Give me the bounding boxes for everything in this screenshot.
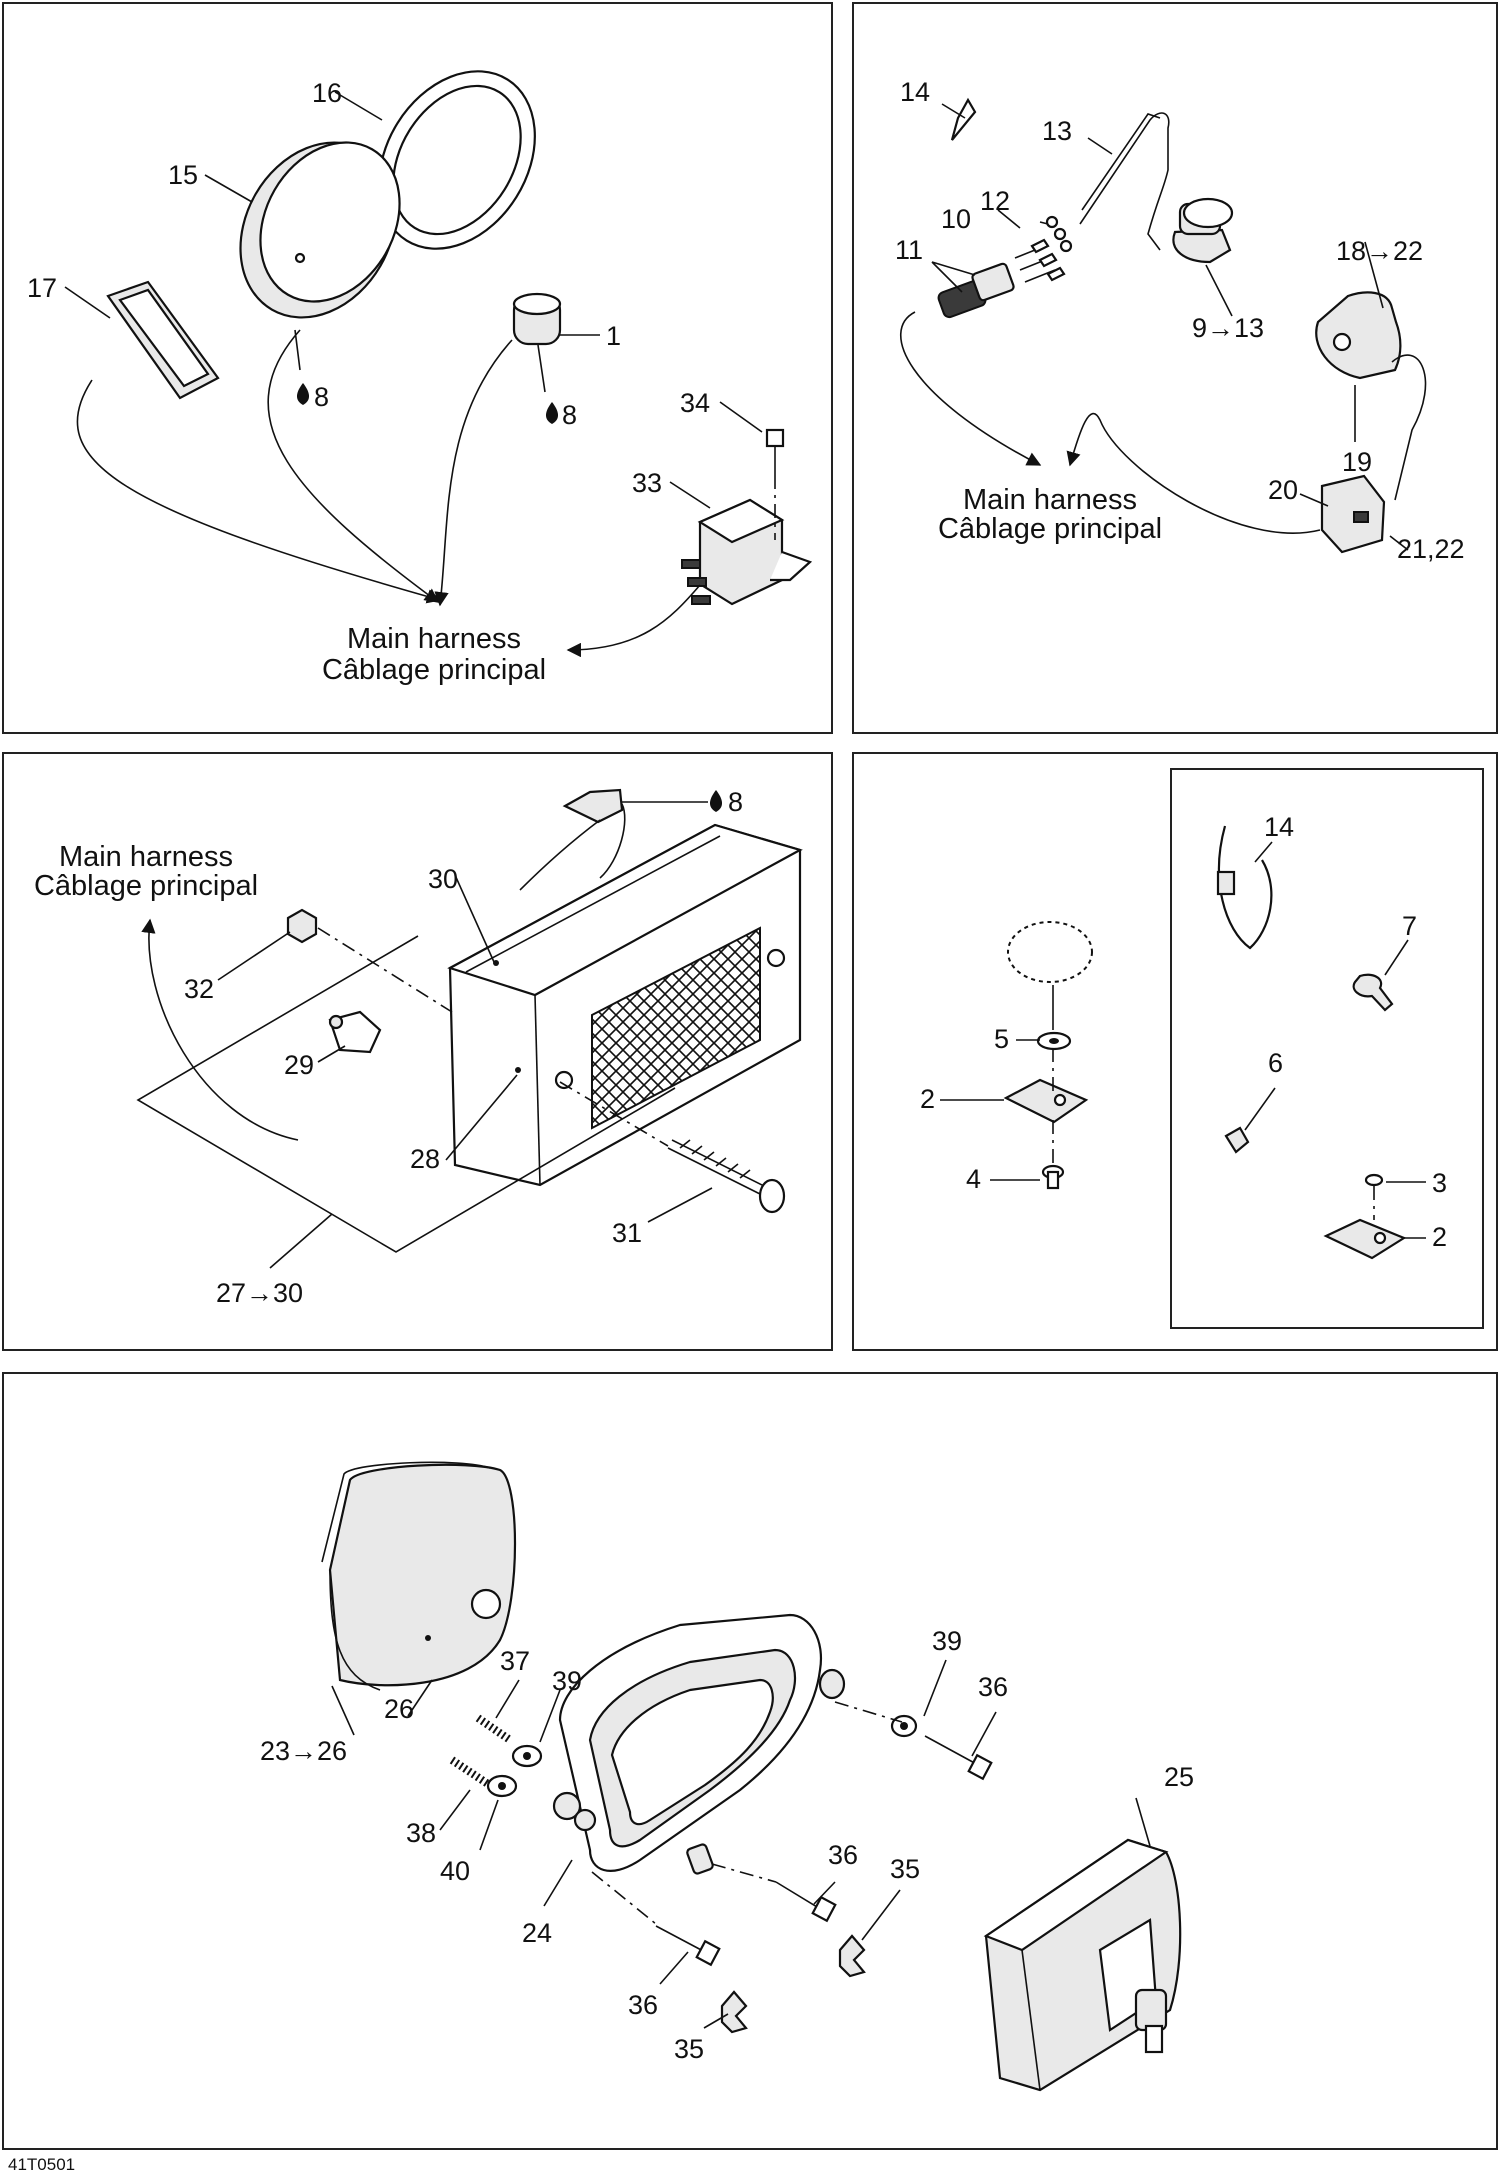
- part-cable-tie: [950, 97, 977, 141]
- callout: 29: [284, 1050, 314, 1080]
- callout: 5: [994, 1024, 1009, 1054]
- callout: 6: [1268, 1048, 1283, 1078]
- part-nut: [286, 908, 318, 944]
- callout: 34: [680, 388, 710, 418]
- callout: 10: [941, 204, 971, 234]
- part-rear-housing: [983, 1838, 1182, 2092]
- callout: 14: [1264, 812, 1294, 842]
- callout: 25: [1164, 1762, 1194, 1792]
- part-knob-2: [838, 1934, 866, 1978]
- callout: 31: [612, 1218, 642, 1248]
- callouts-panel-5: 25 26 23→26 37 39 39 36 38 40 36 35 24 3…: [260, 1626, 1194, 2064]
- callout: 37: [500, 1646, 530, 1676]
- part-sealed-beam: [321, 1461, 517, 1691]
- part-tail-light: [447, 788, 803, 1187]
- callouts-panel-3: 8 30 32 29 28 31 27→30: [184, 787, 743, 1308]
- callout: 39: [932, 1626, 962, 1656]
- harness-label-en: Main harness: [59, 841, 233, 873]
- callout: 35: [674, 2034, 704, 2064]
- callout: 12: [980, 186, 1010, 216]
- part-spring-1: [475, 1714, 513, 1744]
- callout: 32: [184, 974, 214, 1004]
- part-handlebar-switch: [1315, 291, 1427, 554]
- callout: 3: [1432, 1168, 1447, 1198]
- part-long-screw: [667, 1139, 786, 1214]
- harness-label-fr: Câblage principal: [938, 513, 1162, 545]
- callouts-panel-4: 14 7 5 2 6 4 3 2: [920, 812, 1447, 1252]
- callout: 11: [895, 235, 923, 265]
- part-bolt-right: [924, 1735, 993, 1781]
- callout: 20: [1268, 475, 1298, 505]
- part-tail-bulb: [328, 1010, 382, 1054]
- part-washer: [1036, 1031, 1072, 1051]
- part-indicator-lamp: [106, 280, 220, 400]
- part-rivet: [1041, 1164, 1065, 1190]
- part-adjuster-nut: [686, 1843, 714, 1875]
- part-screw: [765, 428, 785, 540]
- part-retainer-2: [1323, 1173, 1407, 1260]
- part-retainer: [1003, 1078, 1089, 1124]
- callout: 17: [27, 273, 57, 303]
- drop-icon: [709, 790, 723, 812]
- figure-id: 41T0501: [8, 2155, 76, 2174]
- callout: 24: [522, 1918, 552, 1948]
- part-key-switch: [1079, 112, 1234, 264]
- harness-label-en: Main harness: [963, 484, 1137, 516]
- callout: 21,22: [1397, 534, 1465, 564]
- callout: 13: [1042, 116, 1072, 146]
- callout: 35: [890, 1854, 920, 1884]
- part-gauge-housing: [239, 141, 401, 319]
- part-spring-2: [449, 1756, 491, 1788]
- callout: 33: [632, 468, 662, 498]
- callout: 4: [966, 1164, 981, 1194]
- callouts-panel-2: 14 13 12 10 11 18→22 9→13 19 20 21,22: [895, 77, 1465, 564]
- part-clip: [1224, 1126, 1250, 1154]
- part-relay: [681, 498, 813, 606]
- callout: 7: [1402, 911, 1417, 941]
- part-cable-tie-2: [1216, 825, 1273, 950]
- callout: 28: [410, 1144, 440, 1174]
- callout: 8: [314, 382, 329, 412]
- part-bolt-lower-2: [775, 1881, 837, 1923]
- callout: 15: [168, 160, 198, 190]
- callout: 26: [384, 1694, 414, 1724]
- callout: 40: [440, 1856, 470, 1886]
- drop-icon: [545, 402, 559, 424]
- callout: 16: [312, 78, 342, 108]
- callout: 18→22: [1336, 236, 1423, 266]
- callouts-panel-1: 16 15 17 1 8 8 34 33: [27, 78, 710, 498]
- part-washer-right: [890, 1714, 918, 1738]
- callout: 2: [920, 1084, 935, 1114]
- part-knob-1: [720, 1990, 748, 2034]
- callout: 8: [728, 787, 743, 817]
- callout: 23→26: [260, 1736, 347, 1766]
- callout: 36: [978, 1672, 1008, 1702]
- part-bolt-lower-1: [655, 1925, 721, 1967]
- callout: 1: [606, 321, 621, 351]
- drop-icon: [296, 383, 310, 405]
- callout: 30: [428, 864, 458, 894]
- callout: 2: [1432, 1222, 1447, 1252]
- part-washers-left: [486, 1744, 543, 1798]
- callout: 19: [1342, 447, 1372, 477]
- harness-label-fr: Câblage principal: [322, 654, 546, 686]
- callout: 27→30: [216, 1278, 303, 1308]
- harness-label-en: Main harness: [347, 623, 521, 655]
- callout: 38: [406, 1818, 436, 1848]
- callout: 14: [900, 77, 930, 107]
- part-pilot-lamp: [512, 292, 562, 346]
- part-grommet-dotted: [1007, 921, 1093, 983]
- callout: 9→13: [1192, 313, 1264, 343]
- callout: 8: [562, 400, 577, 430]
- callout: 39: [552, 1666, 582, 1696]
- harness-label-fr: Câblage principal: [34, 870, 258, 902]
- part-gauge-bezel: [378, 70, 536, 250]
- callout: 36: [628, 1990, 658, 2020]
- part-push-rivet: [1352, 973, 1394, 1012]
- callout: 36: [828, 1840, 858, 1870]
- part-headlight-bracket: [552, 1613, 846, 1872]
- part-connector-terminals: [937, 215, 1073, 319]
